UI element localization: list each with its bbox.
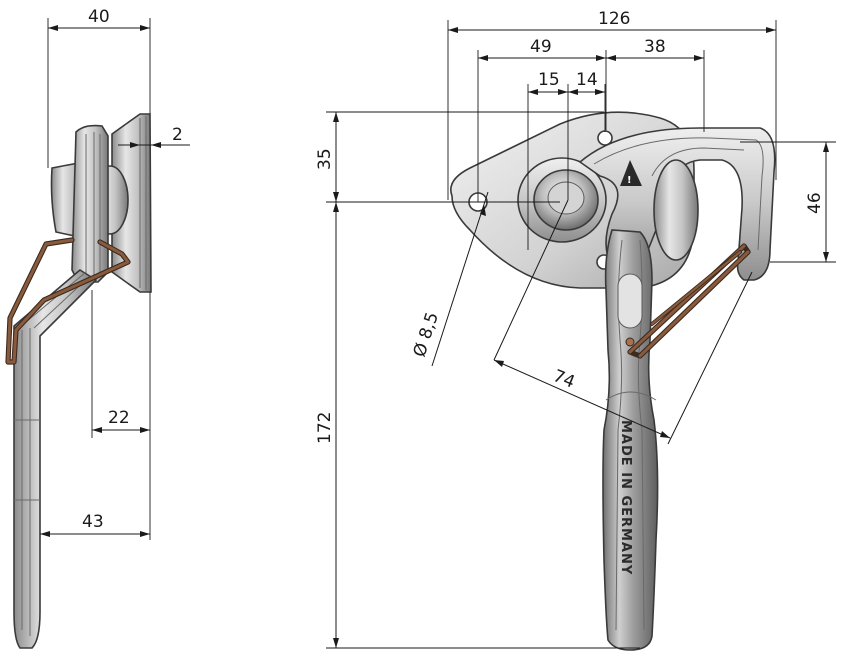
side-handle-arm [13,269,98,649]
dim-15: 15 [538,70,560,90]
handle-inscription: MADE IN GERMANY [618,420,633,575]
warning-triangle-icon [620,160,642,186]
dim-126: 126 [598,9,630,29]
side-lever-body [71,124,109,283]
dim-hole-diameter: Ø 8,5 [410,310,443,360]
front-view: ! MADE IN GERMANY 126 49 38 [315,9,836,651]
dim-14: 14 [576,70,598,90]
dim-22: 22 [108,408,130,428]
dim-2: 2 [172,125,183,145]
svg-text:!: ! [627,175,632,186]
side-safety-rod [6,238,130,364]
dim-46: 46 [805,192,825,214]
dim-43: 43 [82,512,104,532]
dim-40: 40 [88,7,110,27]
side-view: 40 2 22 43 [5,7,190,649]
dim-35: 35 [315,148,335,170]
dim-38: 38 [644,37,666,57]
dim-49: 49 [530,37,552,57]
dim-172: 172 [315,412,335,444]
dim-74: 74 [550,366,578,393]
